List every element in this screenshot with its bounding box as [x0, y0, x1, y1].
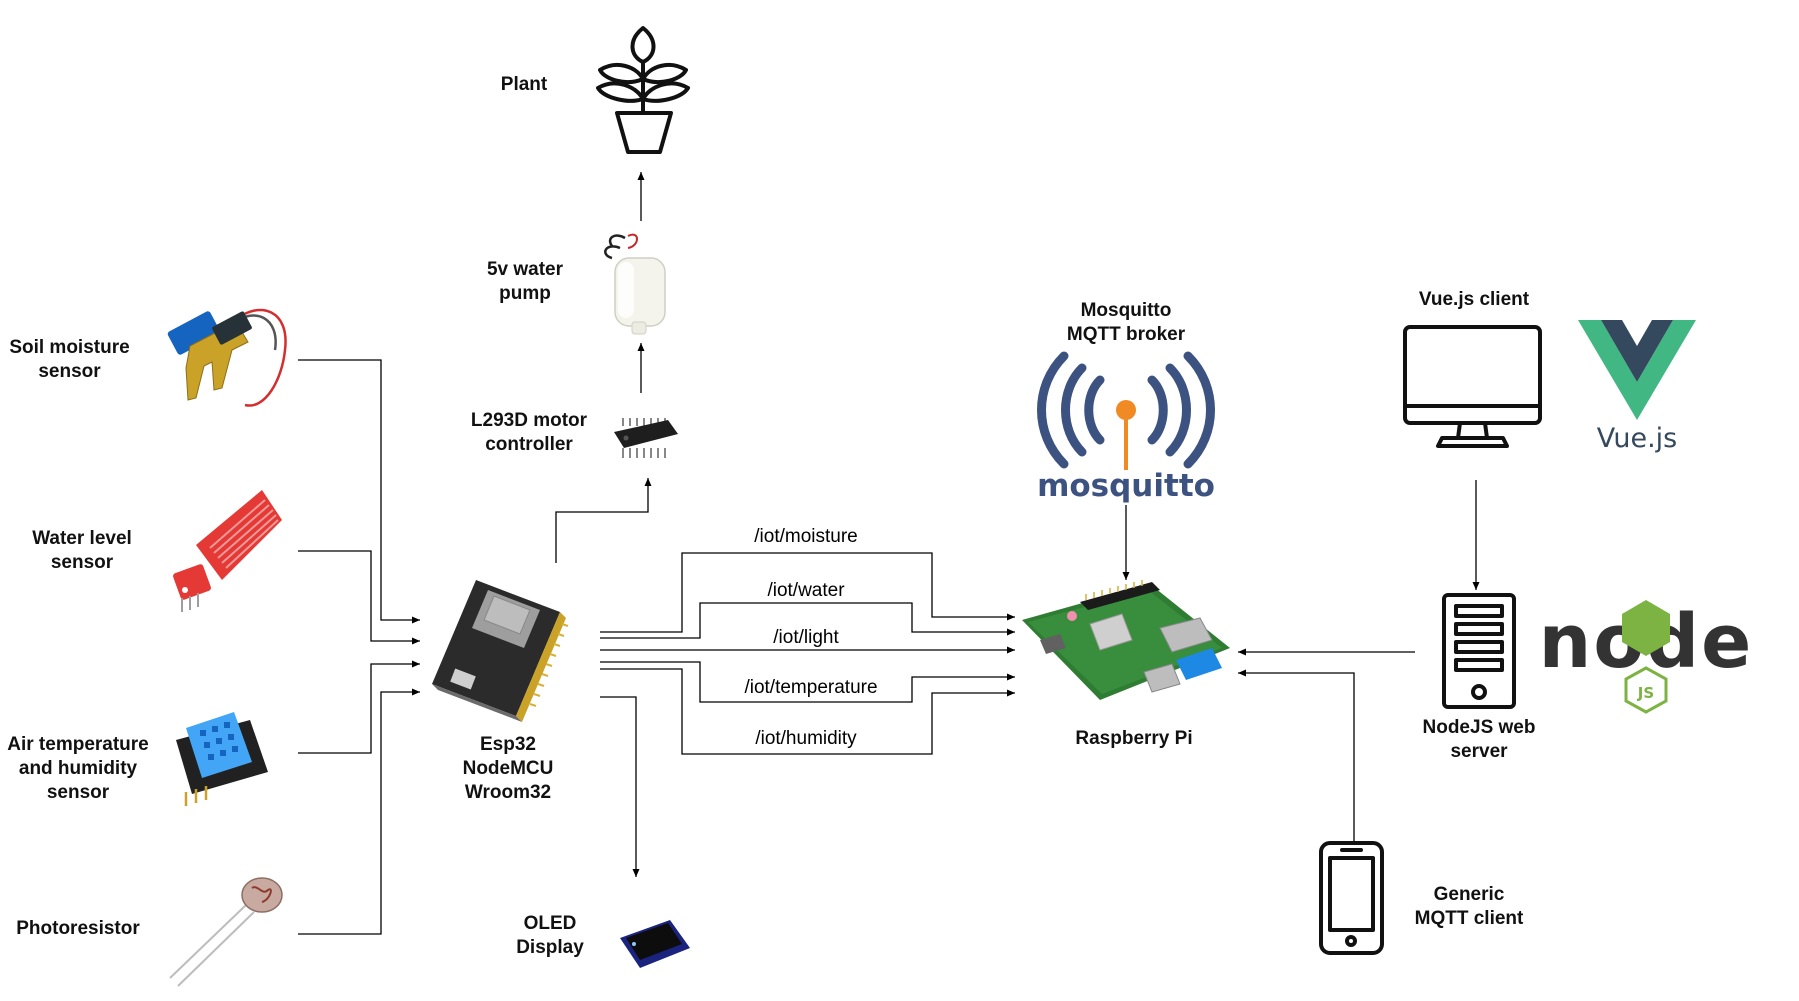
vue-client-label: Vue.js client	[1418, 289, 1530, 310]
server-icon	[1442, 593, 1516, 709]
esp-to-motor-line	[555, 478, 652, 563]
phone-icon	[1319, 841, 1384, 955]
soil-to-esp-line	[298, 359, 420, 624]
mosquitto-logo: mosquitto	[1037, 351, 1215, 504]
topic-label-moisture: /iot/moisture	[754, 526, 858, 547]
topic-label-water: /iot/water	[767, 580, 845, 601]
photo-to-esp-line	[298, 688, 420, 935]
photoresistor-icon	[169, 877, 283, 987]
topic-label-temperature: /iot/temperature	[744, 677, 878, 698]
chip-icon	[614, 418, 678, 458]
monitor-icon	[1403, 325, 1542, 448]
photoresistor-label: Photoresistor	[16, 918, 140, 939]
generic-to-rpi-line	[1238, 669, 1355, 842]
vue-logo: Vue.js	[1578, 320, 1696, 454]
plant-icon	[596, 26, 690, 154]
connections	[298, 172, 1480, 935]
topic-humidity-line	[600, 668, 1015, 755]
esp-to-oled-line	[600, 696, 640, 877]
dht-sensor-icon	[176, 712, 268, 806]
water-to-esp-line	[298, 550, 420, 645]
air-to-esp-line	[298, 660, 420, 754]
js-logo-text: JS	[1637, 684, 1654, 702]
esp32-icon	[432, 580, 569, 722]
node-logo: node JS	[1539, 599, 1751, 714]
pump-icon	[604, 233, 666, 335]
topic-moisture-line	[600, 552, 1015, 633]
mosquitto-logo-text: mosquitto	[1037, 468, 1215, 504]
plant-label: Plant	[500, 74, 548, 95]
topic-label-light: /iot/light	[773, 627, 839, 648]
rpi-label: Raspberry Pi	[1075, 728, 1193, 749]
raspberry-pi-icon	[1022, 580, 1230, 700]
topic-water-line	[600, 602, 1015, 639]
water-sensor-icon	[173, 490, 282, 612]
topic-temperature-line	[600, 661, 1015, 703]
oled-icon	[620, 920, 690, 968]
vue-logo-text: Vue.js	[1597, 423, 1678, 454]
soil-sensor-icon	[167, 308, 287, 407]
topic-label-humidity: /iot/humidity	[755, 728, 857, 749]
